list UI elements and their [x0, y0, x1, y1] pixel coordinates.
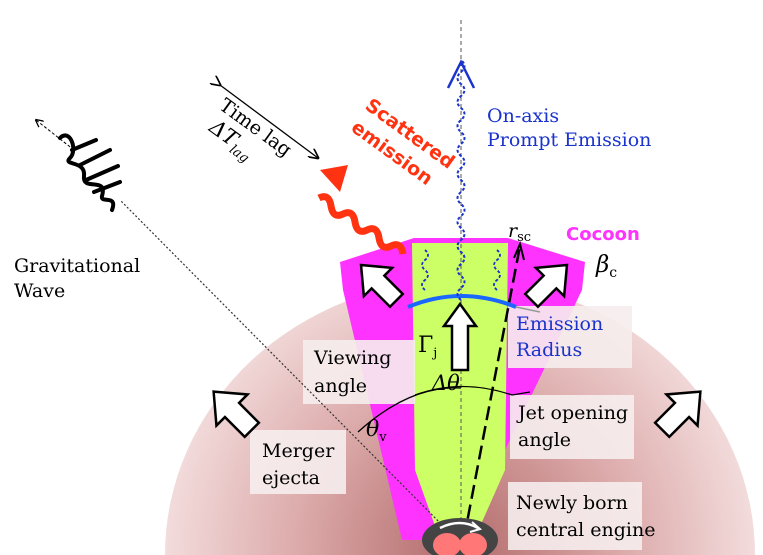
- ejecta-arrow-right: [653, 390, 702, 439]
- jet-lorentz-arrow: [441, 301, 479, 372]
- jet-opening-label-line1: Jet opening: [516, 402, 628, 424]
- merger-label-line2: ejecta: [262, 467, 320, 489]
- onaxis-label-line1: On-axis: [487, 105, 559, 127]
- scattered-wave: [317, 193, 407, 255]
- opening-angle-arc: [414, 385, 513, 396]
- emission-radius-backdrop: [508, 306, 632, 368]
- viewing-label-line1: Viewing: [313, 347, 391, 369]
- central-engine: [422, 518, 498, 555]
- jet-opening-backdrop: [510, 395, 634, 459]
- line-of-sight: [119, 199, 456, 539]
- engine-label-line1: Newly born: [516, 492, 628, 514]
- merger-label-line1: Merger: [262, 440, 335, 462]
- ejecta-arrow-left: [212, 390, 261, 439]
- engine-label-line2: central engine: [516, 519, 656, 541]
- viewing-label-line2: angle: [314, 375, 367, 397]
- onaxis-label-line2: Prompt Emission: [487, 129, 651, 151]
- cocoon-arrow-left: [359, 263, 405, 309]
- r-sc-label: rsc: [508, 220, 531, 245]
- gw-arrow: [36, 120, 75, 151]
- jet-opening-label-line2: angle: [518, 429, 571, 451]
- scatter-radius-line: [462, 245, 522, 539]
- gw-label-line1: Gravitational: [14, 255, 140, 277]
- opening-angle-tick: [511, 391, 531, 396]
- delta-theta-label: Δθ: [431, 371, 460, 395]
- emission-label-line1: Emission: [516, 313, 603, 335]
- scattered-arrowhead: [320, 165, 348, 192]
- gw-label-line2: Wave: [14, 280, 65, 302]
- onaxis-arrowhead: [446, 59, 476, 89]
- theta-v-label: θv: [366, 417, 387, 445]
- beta-c-label: βc: [595, 252, 617, 281]
- jet-cone: [412, 243, 508, 540]
- gravitational-wave: [58, 133, 122, 212]
- emission-label-line2: Radius: [516, 339, 582, 361]
- emission-radius-pointer: [515, 306, 541, 313]
- viewing-angle-backdrop: [303, 340, 415, 404]
- scatter-radius-arrowhead: [513, 240, 525, 261]
- cocoon-arrow-right: [523, 263, 569, 309]
- time-lag-arrow: [220, 85, 318, 158]
- viewing-angle-arc: [357, 387, 462, 433]
- merger-ejecta-backdrop: [250, 430, 346, 494]
- engine-backdrop: [508, 482, 642, 550]
- cocoon-label: Cocoon: [566, 224, 640, 245]
- onaxis-wave: [456, 59, 466, 301]
- emission-radius-arc: [407, 294, 517, 309]
- gamma-j-label: Γj: [418, 333, 437, 361]
